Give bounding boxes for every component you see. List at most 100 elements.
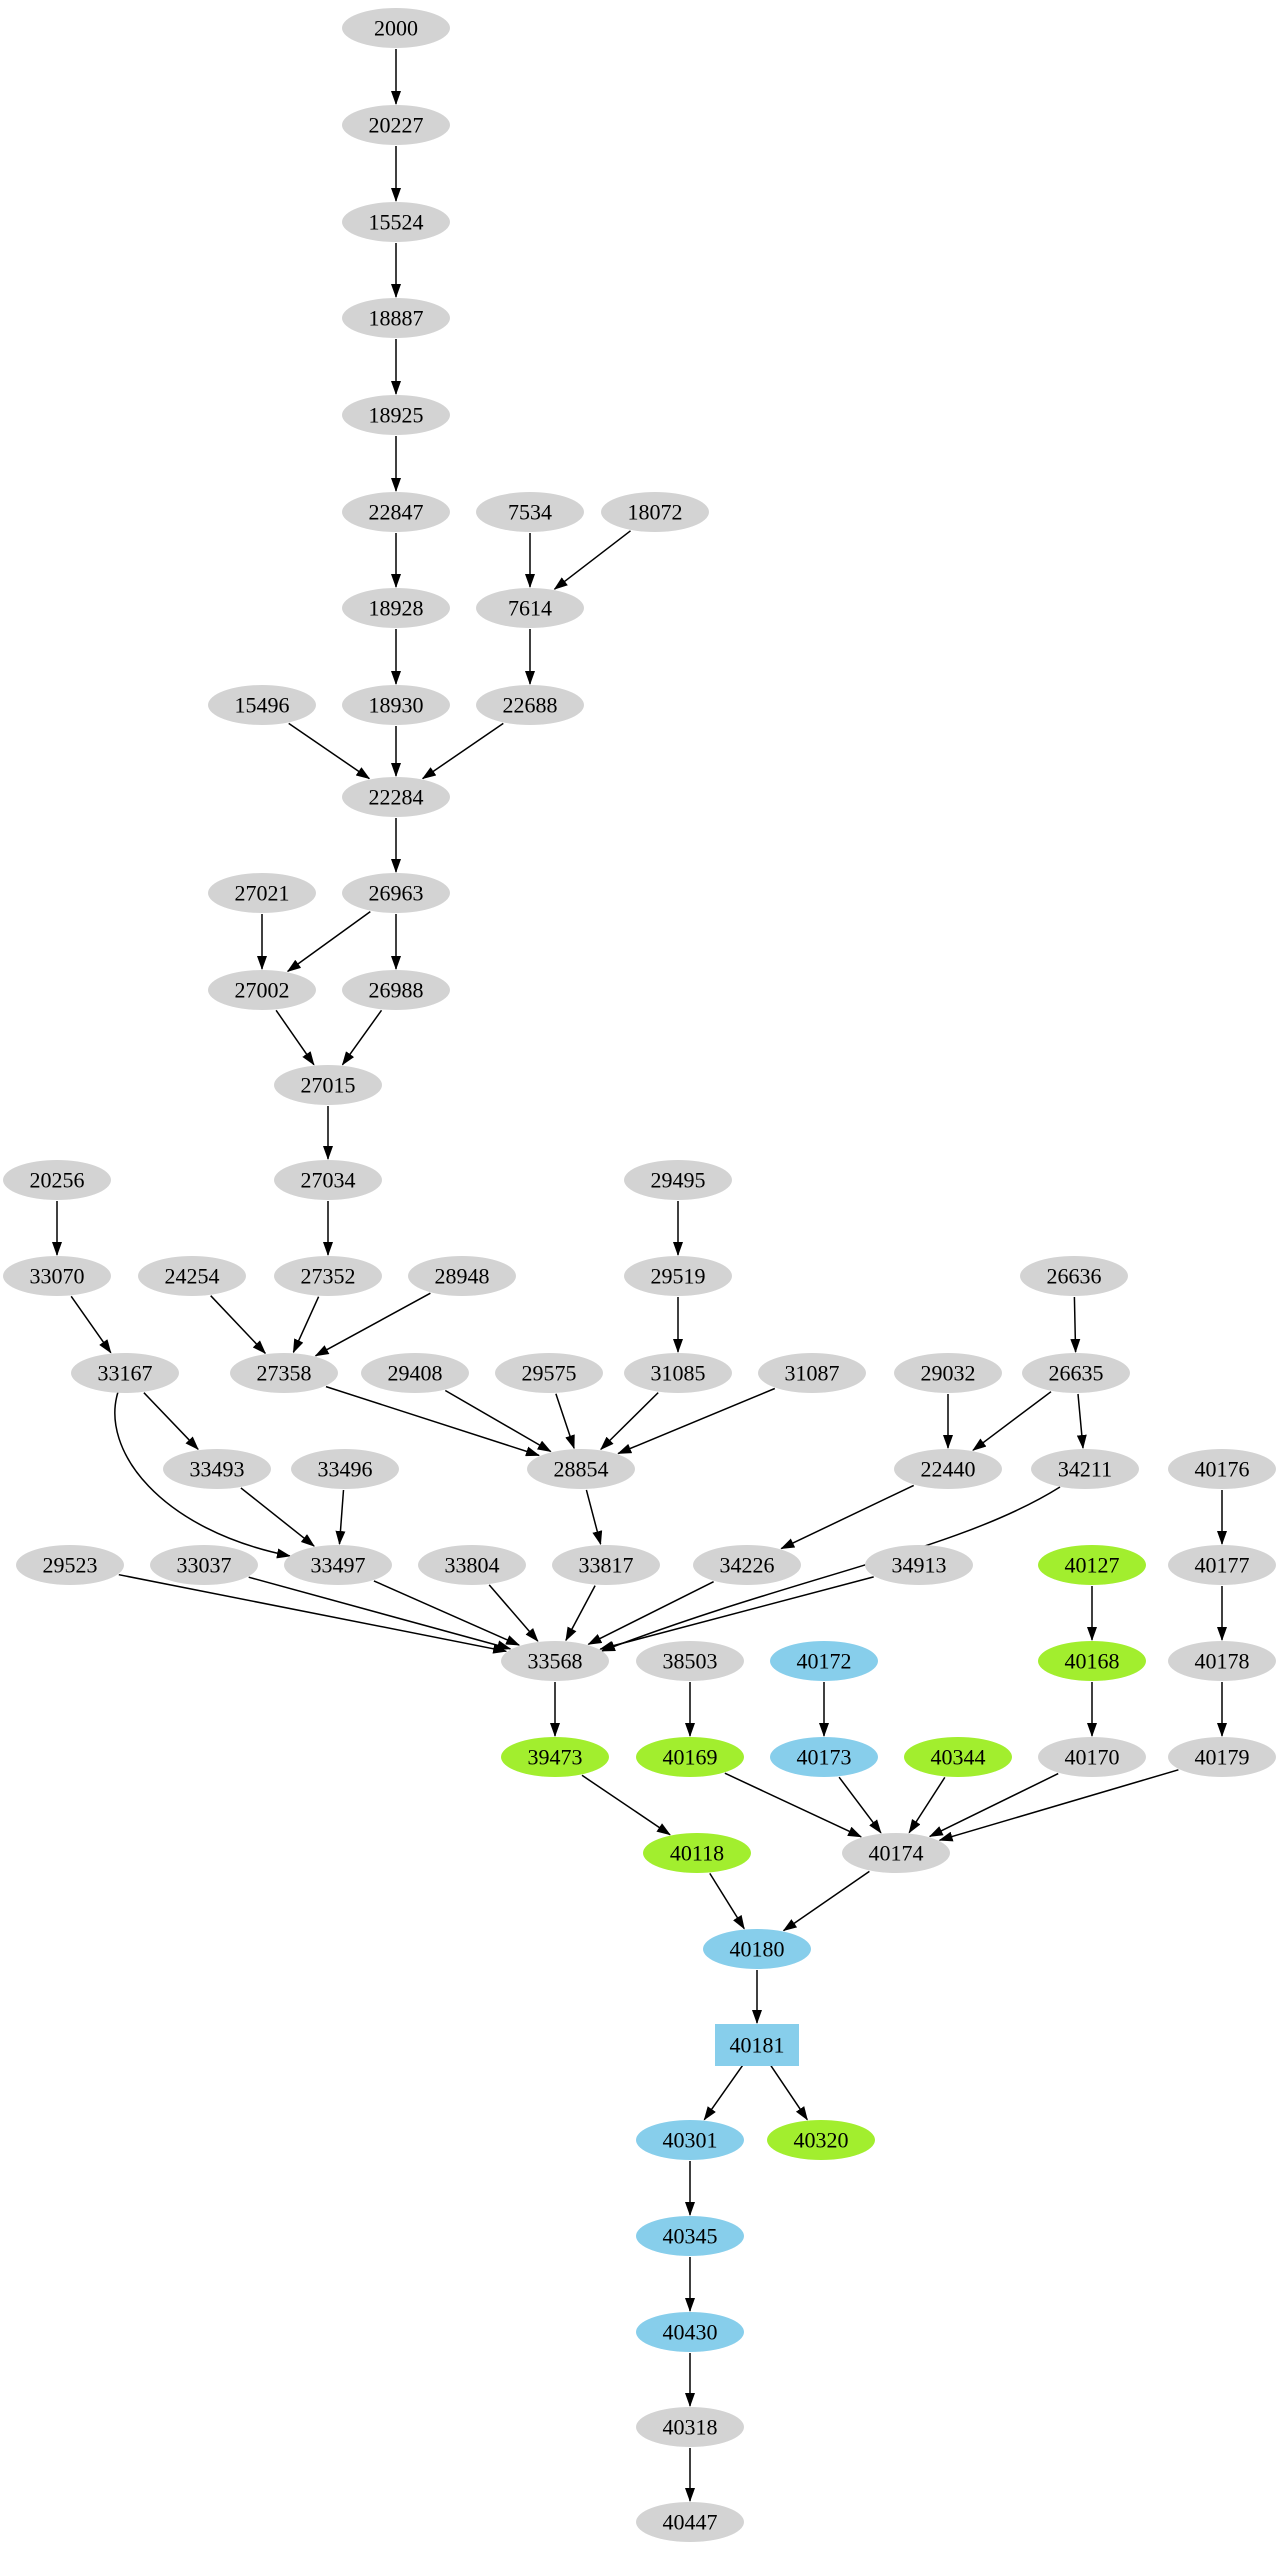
- node-33167: 33167: [71, 1353, 179, 1393]
- node-label: 15496: [235, 693, 290, 718]
- node-label: 15524: [369, 210, 424, 235]
- node-label: 33493: [190, 1457, 245, 1482]
- edge-28854-33817: [585, 1489, 603, 1546]
- node-ellipse-shape: [3, 1160, 111, 1200]
- node-ellipse-shape: [208, 685, 316, 725]
- node-ellipse-shape: [636, 1641, 744, 1681]
- node-label: 27358: [257, 1361, 312, 1386]
- node-ellipse-shape: [1031, 1449, 1139, 1489]
- node-38503: 38503: [636, 1641, 744, 1681]
- edge-40118-40180: [709, 1873, 745, 1930]
- node-label: 40179: [1195, 1745, 1250, 1770]
- node-label: 18930: [369, 693, 424, 718]
- node-label: 24254: [165, 1264, 220, 1289]
- node-label: 40118: [670, 1841, 724, 1866]
- edge-33493-33497: [240, 1487, 315, 1547]
- node-ellipse-shape: [342, 873, 450, 913]
- edge-34913-33568: [599, 1576, 874, 1651]
- node-label: 40127: [1065, 1553, 1120, 1578]
- edge-34226-33568: [587, 1581, 714, 1645]
- node-ellipse-shape: [770, 1737, 878, 1777]
- node-label: 33037: [177, 1553, 232, 1578]
- node-label: 40301: [663, 2128, 718, 2153]
- node-label: 40318: [663, 2415, 718, 2440]
- edge-40179-40174: [938, 1769, 1179, 1842]
- node-ellipse-shape: [342, 8, 450, 48]
- node-27358: 27358: [230, 1353, 338, 1393]
- node-ellipse-shape: [342, 202, 450, 242]
- node-label: 26635: [1049, 1361, 1104, 1386]
- node-18928: 18928: [342, 588, 450, 628]
- node-ellipse-shape: [1038, 1737, 1146, 1777]
- node-40430: 40430: [636, 2312, 744, 2352]
- edge-31085-28854: [600, 1392, 659, 1451]
- node-ellipse-shape: [1168, 1449, 1276, 1489]
- node-label: 40174: [869, 1841, 924, 1866]
- edge-33496-33497: [335, 1489, 346, 1545]
- node-label: 28948: [435, 1264, 490, 1289]
- edge-33070-33167: [70, 1295, 112, 1354]
- node-ellipse-shape: [636, 2502, 744, 2542]
- node-22440: 22440: [894, 1449, 1002, 1489]
- node-label: 34226: [720, 1553, 775, 1578]
- node-39473: 39473: [501, 1737, 609, 1777]
- edge-40174-40180: [782, 1870, 870, 1932]
- node-ellipse-shape: [636, 1737, 744, 1777]
- node-ellipse-shape: [842, 1833, 950, 1873]
- node-28854: 28854: [527, 1449, 635, 1489]
- node-ellipse-shape: [636, 2407, 744, 2447]
- node-label: 33804: [445, 1553, 500, 1578]
- node-ellipse-shape: [3, 1256, 111, 1296]
- node-ellipse-shape: [418, 1545, 526, 1585]
- node-ellipse-shape: [476, 685, 584, 725]
- node-15524: 15524: [342, 202, 450, 242]
- node-29408: 29408: [361, 1353, 469, 1393]
- node-40447: 40447: [636, 2502, 744, 2542]
- node-label: 33568: [528, 1649, 583, 1674]
- node-ellipse-shape: [274, 1160, 382, 1200]
- node-label: 26963: [369, 881, 424, 906]
- node-40345: 40345: [636, 2216, 744, 2256]
- node-label: 22688: [503, 693, 558, 718]
- node-ellipse-shape: [342, 685, 450, 725]
- edge-33167-33497: [114, 1391, 291, 1559]
- node-31087: 31087: [758, 1353, 866, 1393]
- node-22847: 22847: [342, 492, 450, 532]
- node-label: 40181: [730, 2033, 785, 2058]
- node-label: 34913: [892, 1553, 947, 1578]
- edge-29523-33568: [118, 1573, 508, 1654]
- node-ellipse-shape: [601, 492, 709, 532]
- node-ellipse-shape: [138, 1256, 246, 1296]
- node-ellipse-shape: [770, 1641, 878, 1681]
- node-label: 27021: [235, 881, 290, 906]
- node-label: 22847: [369, 500, 424, 525]
- node-28948: 28948: [408, 1256, 516, 1296]
- node-label: 33167: [98, 1361, 153, 1386]
- node-ellipse-shape: [904, 1737, 1012, 1777]
- edge-31087-28854: [617, 1387, 776, 1455]
- edge-40170-40174: [928, 1772, 1059, 1838]
- node-ellipse-shape: [342, 588, 450, 628]
- node-ellipse-shape: [527, 1449, 635, 1489]
- node-40118: 40118: [643, 1833, 751, 1873]
- node-label: 33496: [318, 1457, 373, 1482]
- node-label: 39473: [528, 1745, 583, 1770]
- edge-33817-33568: [565, 1585, 596, 1642]
- node-label: 40173: [797, 1745, 852, 1770]
- node-ellipse-shape: [894, 1353, 1002, 1393]
- node-label: 18928: [369, 596, 424, 621]
- node-label: 40177: [1195, 1553, 1250, 1578]
- node-40169: 40169: [636, 1737, 744, 1777]
- node-ellipse-shape: [342, 970, 450, 1010]
- edge-39473-40118: [581, 1774, 671, 1836]
- node-20256: 20256: [3, 1160, 111, 1200]
- node-33804: 33804: [418, 1545, 526, 1585]
- node-ellipse-shape: [693, 1545, 801, 1585]
- node-7614: 7614: [476, 588, 584, 628]
- node-40177: 40177: [1168, 1545, 1276, 1585]
- node-7534: 7534: [476, 492, 584, 532]
- node-ellipse-shape: [208, 873, 316, 913]
